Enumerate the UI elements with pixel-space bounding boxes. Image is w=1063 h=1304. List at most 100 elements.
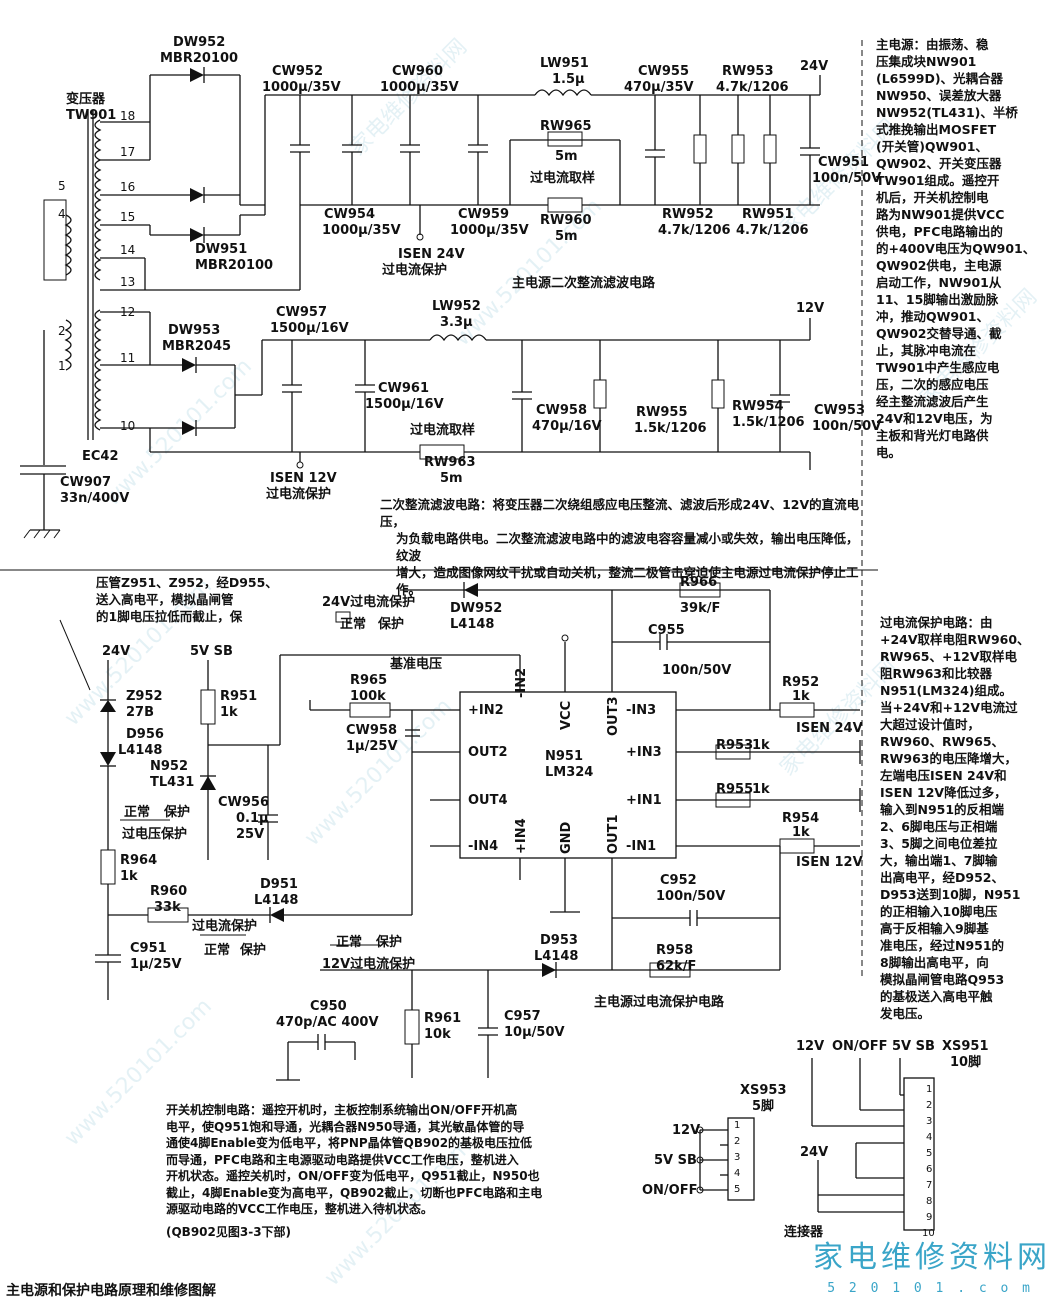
v24-ocp: 24V过电流保护 (322, 594, 415, 610)
cw955-ref: CW955 (638, 64, 689, 79)
note-line: NW952(TL431)、半桥 (876, 105, 1018, 120)
note-line: 增大，造成图像网纹干扰或自动关机，整流二极管击穿迫使主电源过电流保护停止工作。 (396, 565, 859, 597)
note-line: 高于反相输入9脚基 (880, 921, 989, 936)
rw953-ref: RW953 (722, 64, 774, 79)
xs953-pin: 5 (734, 1184, 740, 1195)
resistor-rw953 (731, 95, 745, 205)
note-line: 当+24V和+12V电流过 (880, 700, 1018, 715)
rw955-ref: RW955 (636, 405, 688, 420)
ic-pin-in1p: +IN1 (626, 793, 662, 808)
isen12-label: ISEN 12V (270, 471, 337, 486)
note-line: 阻RW963和比较器 (880, 666, 993, 681)
r953-value: 1k (752, 738, 770, 753)
cw957-ref: CW957 (276, 305, 327, 320)
r952-ref: R952 (782, 675, 819, 690)
lw951-value: 1.5μ (552, 72, 585, 87)
xs953-sub: 5脚 (752, 1098, 774, 1114)
r955-ref: R955 (716, 782, 753, 797)
isen12-b: ISEN 12V (796, 855, 863, 870)
pin-label: 15 (120, 210, 135, 224)
cw961-ref: CW961 (378, 381, 429, 396)
note-line: ISEN 12V降低过多， (880, 785, 1007, 800)
xs953-pin: 3 (734, 1152, 740, 1163)
rw951-value: 4.7k/1206 (736, 223, 809, 238)
xs951-pin: 2 (926, 1100, 932, 1111)
ic-pin-gnd: GND (559, 821, 574, 854)
cw953-value: 100n/50V (812, 419, 881, 434)
n952-ref: N952 (150, 759, 188, 774)
cw959-value: 1000μ/35V (450, 223, 529, 238)
xs951-pin: 9 (926, 1212, 932, 1223)
xs951-pin: 5 (926, 1148, 932, 1159)
secondary-winding-24v (94, 119, 102, 281)
note-line: QW902交替导通、截 (876, 326, 1002, 341)
dw953-ref: DW953 (168, 323, 220, 338)
note-line: 大超过设计值时， (880, 717, 981, 732)
pin-label: 10 (120, 419, 135, 433)
capacitor-cw957 (282, 340, 302, 452)
rw955-value: 1.5k/1206 (634, 421, 707, 436)
note-line: D953送到10脚，N951 (880, 887, 1021, 902)
note-line: 式推挽输出MOSFET (876, 122, 997, 137)
v24-protect: 保护 (377, 616, 404, 632)
r961-value: 10k (424, 1027, 451, 1042)
sense-label-12v: 过电流取样 (410, 422, 475, 438)
transformer-ref: TW901 (66, 108, 116, 123)
ic-pin-in2n: -IN2 (514, 668, 529, 698)
note-line: 左端电压ISEN 24V和 (880, 768, 1007, 783)
ovp-normal: 正常 (124, 804, 150, 820)
ic-pin-in4n: -IN4 (468, 839, 498, 854)
note-line: 11、15脚输出激励脉 (876, 292, 999, 307)
note-line: 源驱动电路的VCC工作电压，整机进入待机状态。 (166, 1202, 433, 1216)
xs953-label-5vsb: 5V SB (654, 1153, 697, 1168)
r951-ref: R951 (220, 689, 257, 704)
isen12-sub: 过电流保护 (266, 486, 331, 502)
ic-pin-vcc: VCC (559, 701, 574, 730)
xs951-pin: 6 (926, 1164, 932, 1175)
transformer-name: 变压器 (66, 91, 106, 107)
cw960-value: 1000μ/35V (380, 80, 459, 95)
primary-core-bracket (43, 199, 67, 281)
xs953-label-12v: 12V (672, 1123, 700, 1138)
xs951-sub: 10脚 (950, 1054, 981, 1070)
c957-ref: C957 (504, 1009, 541, 1024)
r955-value: 1k (752, 782, 770, 797)
c955-ref: C955 (648, 623, 685, 638)
note-line: (开关管)QW901、 (876, 139, 988, 154)
note-line: 3、5脚之间电位差拉 (880, 836, 998, 851)
ocp-mid: 过电流保护 (192, 918, 257, 934)
note-line: 经主整流滤波后产生 (876, 394, 989, 409)
resistor-r954 (779, 838, 815, 854)
c957-value: 10μ/50V (504, 1025, 565, 1040)
rw952-value: 4.7k/1206 (658, 223, 731, 238)
lw951-ref: LW951 (540, 56, 589, 71)
r966-value: 39k/F (680, 601, 720, 616)
rail-24v: 24V (800, 59, 828, 74)
note-line: 截止，4脚Enable变为高电平，QB902截止，切断也PFC电路和主电 (166, 1185, 543, 1200)
r965-b-value: 100k (350, 689, 386, 704)
resistor-r964 (100, 849, 116, 885)
cw958-top-value: 470μ/16V (532, 419, 602, 434)
rectifier-note: 二次整流滤波电路：将变压器二次绕组感应电压整流、滤波后形成24V、12V的直流电… (380, 496, 860, 598)
pin-label: 18 (120, 109, 135, 123)
cw952-value: 1000μ/35V (262, 80, 341, 95)
isen24-b: ISEN 24V (796, 721, 863, 736)
cw958-top-ref: CW958 (536, 403, 587, 418)
pin-label: 13 (120, 275, 135, 289)
note-line: 开关机控制电路：遥控开机时，主板控制系统输出ON/OFF开机高 (166, 1103, 518, 1117)
xs953-pin: 4 (734, 1168, 740, 1179)
rw951-ref: RW951 (742, 207, 794, 222)
connector-xs951 (903, 1077, 935, 1231)
r954-value: 1k (792, 825, 810, 840)
connector-label: 连接器 (784, 1224, 824, 1240)
note-line: NW950、误差放大器 (876, 88, 1002, 103)
d956-value: L4148 (118, 743, 162, 758)
primary-winding-1 (64, 214, 72, 276)
dw952-part: MBR20100 (160, 51, 238, 66)
cw959-ref: CW959 (458, 207, 509, 222)
note-line: 压集成块NW901 (876, 54, 977, 69)
xs951-pin: 3 (926, 1116, 932, 1127)
note-line: 供电，PFC电路输出的 (876, 224, 1003, 239)
r964-ref: R964 (120, 853, 157, 868)
rw954-ref: RW954 (732, 399, 784, 414)
